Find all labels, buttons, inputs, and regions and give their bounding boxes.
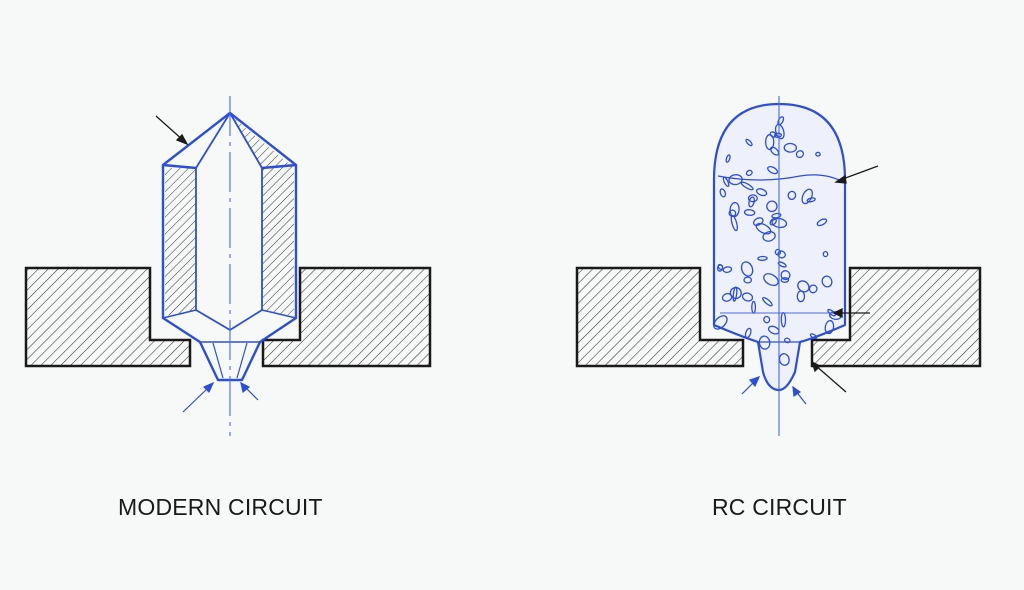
pore	[729, 201, 740, 218]
pore	[740, 261, 754, 277]
pore	[728, 174, 743, 186]
pore	[766, 200, 778, 213]
pore	[815, 151, 821, 157]
pin-tip-hatch	[230, 115, 294, 168]
right-base-plate-rc	[810, 266, 982, 368]
left-leader-arrows	[155, 115, 189, 146]
pore	[783, 142, 798, 153]
left-base-plate-rc	[575, 266, 745, 368]
pore	[821, 275, 833, 288]
pore	[729, 286, 742, 300]
pore	[822, 250, 829, 258]
diagram-caption-modern: MODERN CIRCUIT	[118, 494, 323, 520]
right-base-plate	[261, 266, 432, 368]
pin-hatched-right	[262, 168, 294, 316]
pore	[752, 217, 764, 227]
pin-hatched-left	[165, 168, 196, 316]
pore	[722, 176, 730, 188]
pore	[764, 134, 775, 151]
modern-circuit-diagram	[24, 96, 432, 436]
pore	[767, 165, 779, 175]
pore	[725, 154, 731, 163]
pore	[809, 333, 818, 339]
pore	[745, 169, 753, 176]
pore	[719, 188, 727, 198]
pore	[741, 292, 754, 302]
pore	[755, 222, 772, 235]
diagram-caption-rc: RC CIRCUIT	[712, 494, 847, 520]
pore	[777, 250, 786, 259]
pore	[762, 296, 773, 307]
pore	[722, 266, 733, 273]
pore	[787, 190, 797, 201]
pore	[780, 277, 790, 283]
pore	[808, 284, 818, 294]
pore	[824, 320, 835, 335]
left-base-plate	[24, 266, 192, 368]
left-tip-arrows	[182, 381, 259, 413]
pore	[797, 280, 810, 293]
pore	[801, 188, 813, 205]
pore-texture	[713, 116, 842, 366]
pore	[777, 261, 787, 268]
pore	[748, 196, 755, 208]
pore	[743, 209, 756, 216]
pore	[740, 181, 754, 191]
pore	[717, 263, 724, 270]
right-tip-arrows	[741, 376, 807, 405]
right-leader-arrows	[810, 165, 879, 393]
pore	[784, 337, 791, 344]
pore	[757, 255, 768, 261]
pore	[780, 270, 791, 281]
pore	[762, 231, 776, 242]
pore	[769, 146, 780, 156]
pore	[763, 315, 771, 324]
pore	[795, 150, 805, 159]
pore	[771, 212, 782, 219]
rc-circuit-diagram	[575, 96, 982, 436]
pore	[744, 327, 752, 339]
pore	[713, 315, 728, 330]
pore	[758, 335, 771, 350]
pore	[747, 194, 758, 203]
pore	[816, 218, 828, 227]
pore	[773, 132, 783, 138]
pore	[745, 138, 753, 147]
pore	[778, 353, 790, 366]
pore	[743, 276, 753, 284]
pore	[763, 273, 779, 287]
pore	[755, 188, 768, 197]
